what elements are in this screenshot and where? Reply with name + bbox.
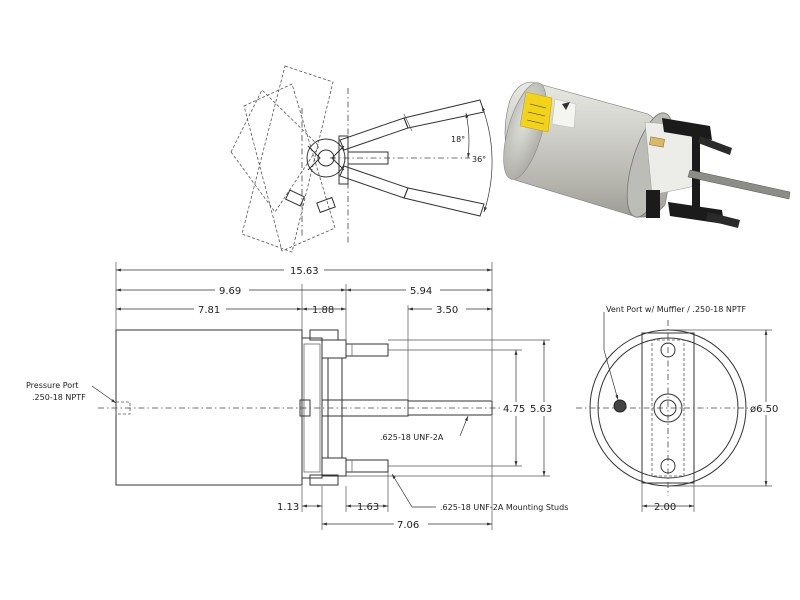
vent-port [613, 399, 627, 413]
angle-18-label: 18° [451, 135, 465, 144]
dim-width-label: 2.00 [654, 502, 676, 513]
mounting-studs-label: .625-18 UNF-2A Mounting Studs [440, 503, 568, 512]
dim-rod-run-label: 3.50 [436, 305, 458, 316]
pressure-port-thread: .250-18 NPTF [32, 393, 86, 402]
photo-stud-bottom [706, 212, 740, 228]
rod-upper-outer [403, 99, 485, 129]
mounting-studs-leader [391, 473, 436, 508]
stud-block-top [321, 339, 347, 359]
dim-stud-spacing-label: 4.75 [503, 404, 525, 415]
dim-diameter-label: ø6.50 [750, 404, 778, 415]
swing-view: 18° 36° [230, 65, 493, 253]
photo-bracket-left [646, 190, 660, 218]
pressure-port-leader [91, 385, 117, 404]
rod-upper-inner [339, 117, 409, 151]
photo-brass-fitting [649, 136, 665, 148]
rod-lower-outer [403, 187, 485, 217]
photo-logo-mark [562, 102, 570, 110]
side-view: 15.63 9.69 5.94 7.81 1.88 3.50 4.75 5.63… [26, 262, 568, 531]
dim-overall-label: 15.63 [290, 266, 319, 277]
dim-body-label: 7.81 [198, 305, 220, 316]
swing-plate-c [230, 89, 320, 213]
angle-arc-18 [465, 112, 471, 159]
dim-body-flange-label: 9.69 [219, 286, 241, 297]
stud-block-bottom [321, 457, 347, 477]
dim-stud-total-label: 7.06 [397, 520, 419, 531]
dim-flange-label: 1.88 [312, 305, 334, 316]
fitting-b [316, 196, 336, 214]
rod-upper-joint [403, 113, 413, 132]
dim-height-label: 5.63 [530, 404, 552, 415]
fitting-a [284, 189, 306, 207]
rod-lower-inner [339, 165, 409, 199]
swing-plate-a [241, 65, 334, 253]
product-photo [503, 81, 791, 228]
rod-thread-leader [459, 415, 469, 437]
angle-arc-36 [481, 105, 493, 213]
dim-stud-offset-label: 1.63 [357, 502, 379, 513]
end-view: ø6.50 2.00 Vent Port w/ Muffler / .250-1… [576, 305, 792, 513]
vent-port-label: Vent Port w/ Muffler / .250-18 NPTF [606, 305, 747, 314]
dim-stud-run-label: 5.94 [410, 286, 432, 297]
pressure-port-label: Pressure Port [26, 381, 79, 390]
mount-nut-bottom [309, 474, 339, 486]
dim-flange-offset-label: 1.13 [277, 502, 299, 513]
photo-piston-rod [687, 169, 791, 200]
photo-info-label [551, 98, 577, 129]
vent-port-leader [603, 312, 619, 401]
photo-warning-label [519, 91, 553, 133]
cylinder-body [115, 329, 303, 486]
swing-plate-b [243, 83, 336, 252]
photo-stud-top [698, 136, 732, 155]
rod-thread-label: .625-18 UNF-2A [380, 433, 444, 442]
angle-36-label: 36° [472, 155, 486, 164]
